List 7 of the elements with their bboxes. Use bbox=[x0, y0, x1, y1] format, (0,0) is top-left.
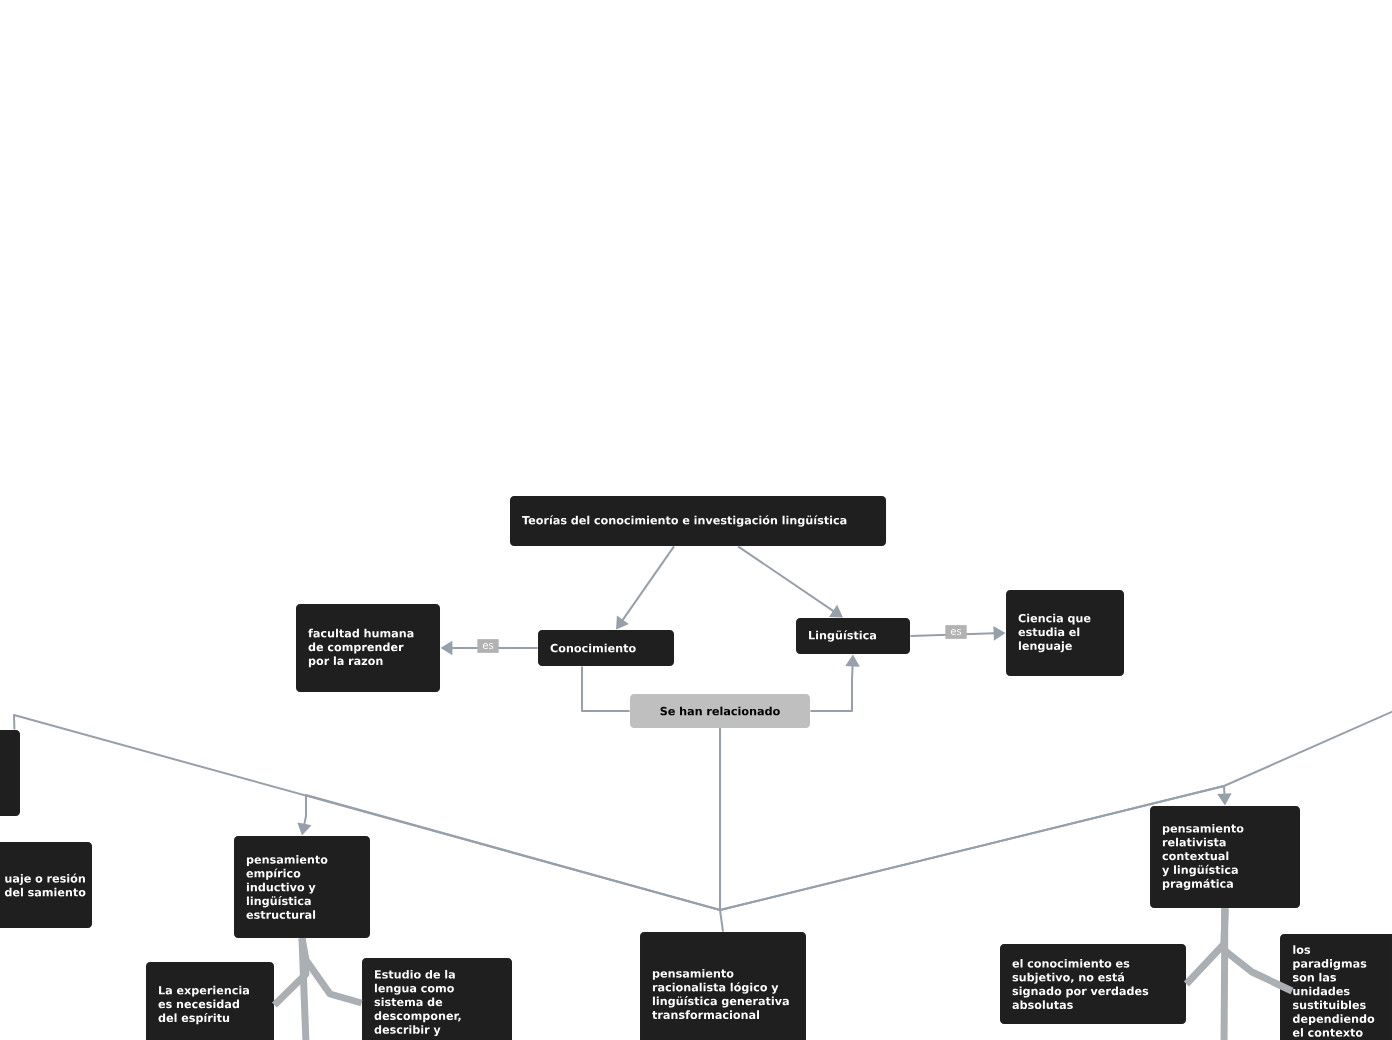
connector bbox=[737, 545, 843, 618]
connector bbox=[298, 938, 310, 1040]
connector bbox=[1220, 908, 1229, 1040]
connector bbox=[13, 714, 721, 911]
connector bbox=[719, 709, 1392, 911]
topic-box bbox=[0, 730, 20, 816]
connector bbox=[581, 665, 631, 712]
